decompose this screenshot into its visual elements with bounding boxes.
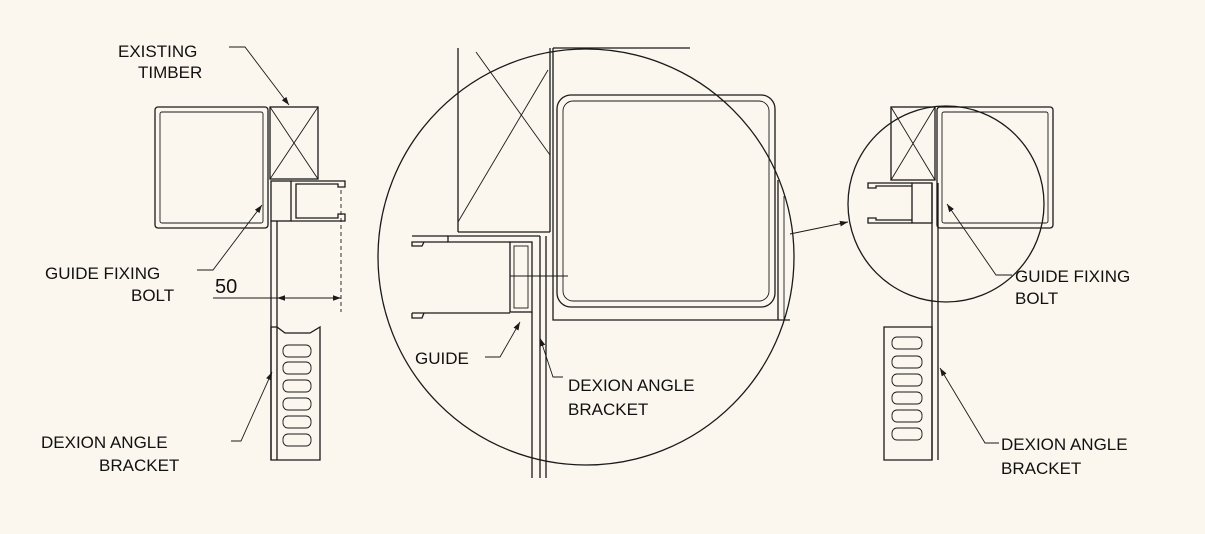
left-existing-timber bbox=[269, 106, 319, 180]
center-detail-circle bbox=[377, 48, 795, 466]
label-dexion-center-line2: BRACKET bbox=[568, 400, 648, 419]
label-guide-fixing-bolt-left-line2: BOLT bbox=[131, 286, 174, 305]
left-dimension-50: 50 bbox=[213, 276, 341, 301]
left-guide bbox=[270, 180, 346, 222]
dimension-text: 50 bbox=[215, 276, 237, 298]
detail-reference-arrow bbox=[789, 220, 849, 235]
label-dexion-left-line1: DEXION ANGLE bbox=[41, 433, 168, 452]
leader-existing-timber bbox=[229, 46, 290, 106]
right-detail: GUIDE FIXING BOLT DEXION ANGLE BRACKET bbox=[847, 105, 1130, 478]
left-detail: 50 EXISTING TIMBER GUIDE FIXING BOLT DEX… bbox=[41, 42, 346, 475]
label-dexion-right-line1: DEXION ANGLE bbox=[1001, 435, 1128, 454]
leader-dexion-right bbox=[939, 367, 999, 444]
leader-guide bbox=[485, 321, 521, 358]
label-guide-fixing-bolt-right-line1: GUIDE FIXING bbox=[1015, 267, 1130, 286]
label-dexion-center-line1: DEXION ANGLE bbox=[568, 376, 695, 395]
leader-guide-fixing-bolt-right bbox=[946, 203, 1012, 276]
label-guide: GUIDE bbox=[415, 349, 469, 368]
center-existing-timber bbox=[457, 48, 551, 233]
left-dexion-bracket bbox=[270, 325, 321, 461]
right-existing-timber bbox=[890, 106, 936, 181]
leader-dexion-left bbox=[231, 371, 273, 442]
leader-dexion-center bbox=[539, 337, 563, 378]
right-guide bbox=[867, 182, 933, 224]
center-box-section bbox=[552, 47, 790, 321]
label-guide-fixing-bolt-right-line2: BOLT bbox=[1015, 289, 1058, 308]
right-detail-circle bbox=[847, 105, 1045, 303]
label-dexion-right-line2: BRACKET bbox=[1001, 459, 1081, 478]
leader-guide-fixing-bolt-left bbox=[197, 204, 263, 271]
label-dexion-left-line2: BRACKET bbox=[99, 456, 179, 475]
label-existing-timber-line1: EXISTING bbox=[118, 42, 197, 61]
center-angle-bracket-upright bbox=[531, 236, 547, 478]
left-angle-bracket-upright bbox=[270, 221, 278, 460]
center-guide bbox=[411, 235, 568, 319]
label-existing-timber-line2: TIMBER bbox=[138, 63, 202, 82]
label-guide-fixing-bolt-left-line1: GUIDE FIXING bbox=[45, 264, 160, 283]
center-enlarged-detail: GUIDE DEXION ANGLE BRACKET bbox=[377, 47, 795, 478]
left-box-section bbox=[154, 106, 269, 229]
right-box-section bbox=[936, 106, 1054, 229]
right-dexion-bracket bbox=[883, 326, 933, 461]
